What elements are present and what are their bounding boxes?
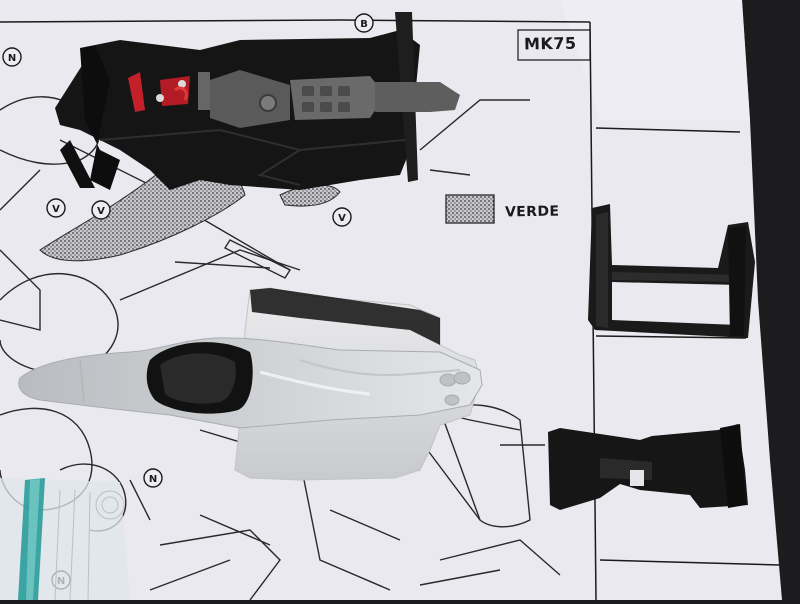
- rear-wing-part: [588, 204, 755, 338]
- clear-parts-sprue: [0, 478, 130, 601]
- paper-highlight: [560, 0, 750, 120]
- gearbox: [375, 82, 460, 112]
- verde-legend-swatch: [445, 194, 495, 224]
- callout-letter: V: [97, 206, 105, 217]
- white-body-shell: [18, 287, 483, 481]
- model-code-label: MK75: [523, 33, 577, 54]
- verde-color-label: VERDE: [504, 203, 560, 221]
- front-wing-part: [548, 424, 748, 510]
- callout-letter: N: [149, 474, 157, 485]
- callout-letter: B: [360, 19, 368, 30]
- callout-letter: N: [8, 53, 16, 64]
- callout-letter: V: [52, 204, 60, 215]
- red-painted-details: [128, 72, 190, 112]
- engine-block: [210, 70, 290, 128]
- callout-letter: V: [338, 213, 346, 224]
- engine-cylinder-head: [290, 76, 385, 120]
- chassis-assembly: [55, 12, 460, 190]
